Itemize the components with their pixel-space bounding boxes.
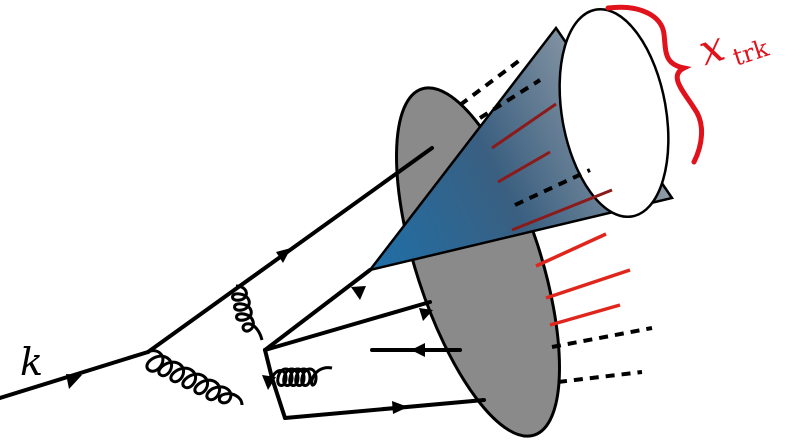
gluon-vertical (233, 286, 263, 340)
neutral-tracks-lower (552, 328, 652, 382)
quark-line-mid-down (265, 350, 272, 378)
arrow-icon (351, 286, 366, 300)
outer-track (546, 270, 630, 298)
gluon-horizontal (272, 368, 332, 386)
cone-label-main: x (693, 21, 731, 75)
quark-line-mid (265, 270, 370, 350)
gluons (147, 286, 332, 405)
outer-track (536, 234, 606, 266)
arrow-icon (66, 374, 82, 389)
quark-line-a (265, 302, 430, 350)
cone-label: x trk (693, 8, 773, 81)
arrow-icon (411, 343, 425, 357)
outer-track (550, 305, 620, 325)
cone-label-sub: trk (730, 34, 773, 72)
incoming-momentum-label: k (20, 340, 43, 384)
quark-line-d (285, 400, 484, 418)
arrow-icon (392, 401, 408, 414)
gluon-left (147, 351, 242, 405)
